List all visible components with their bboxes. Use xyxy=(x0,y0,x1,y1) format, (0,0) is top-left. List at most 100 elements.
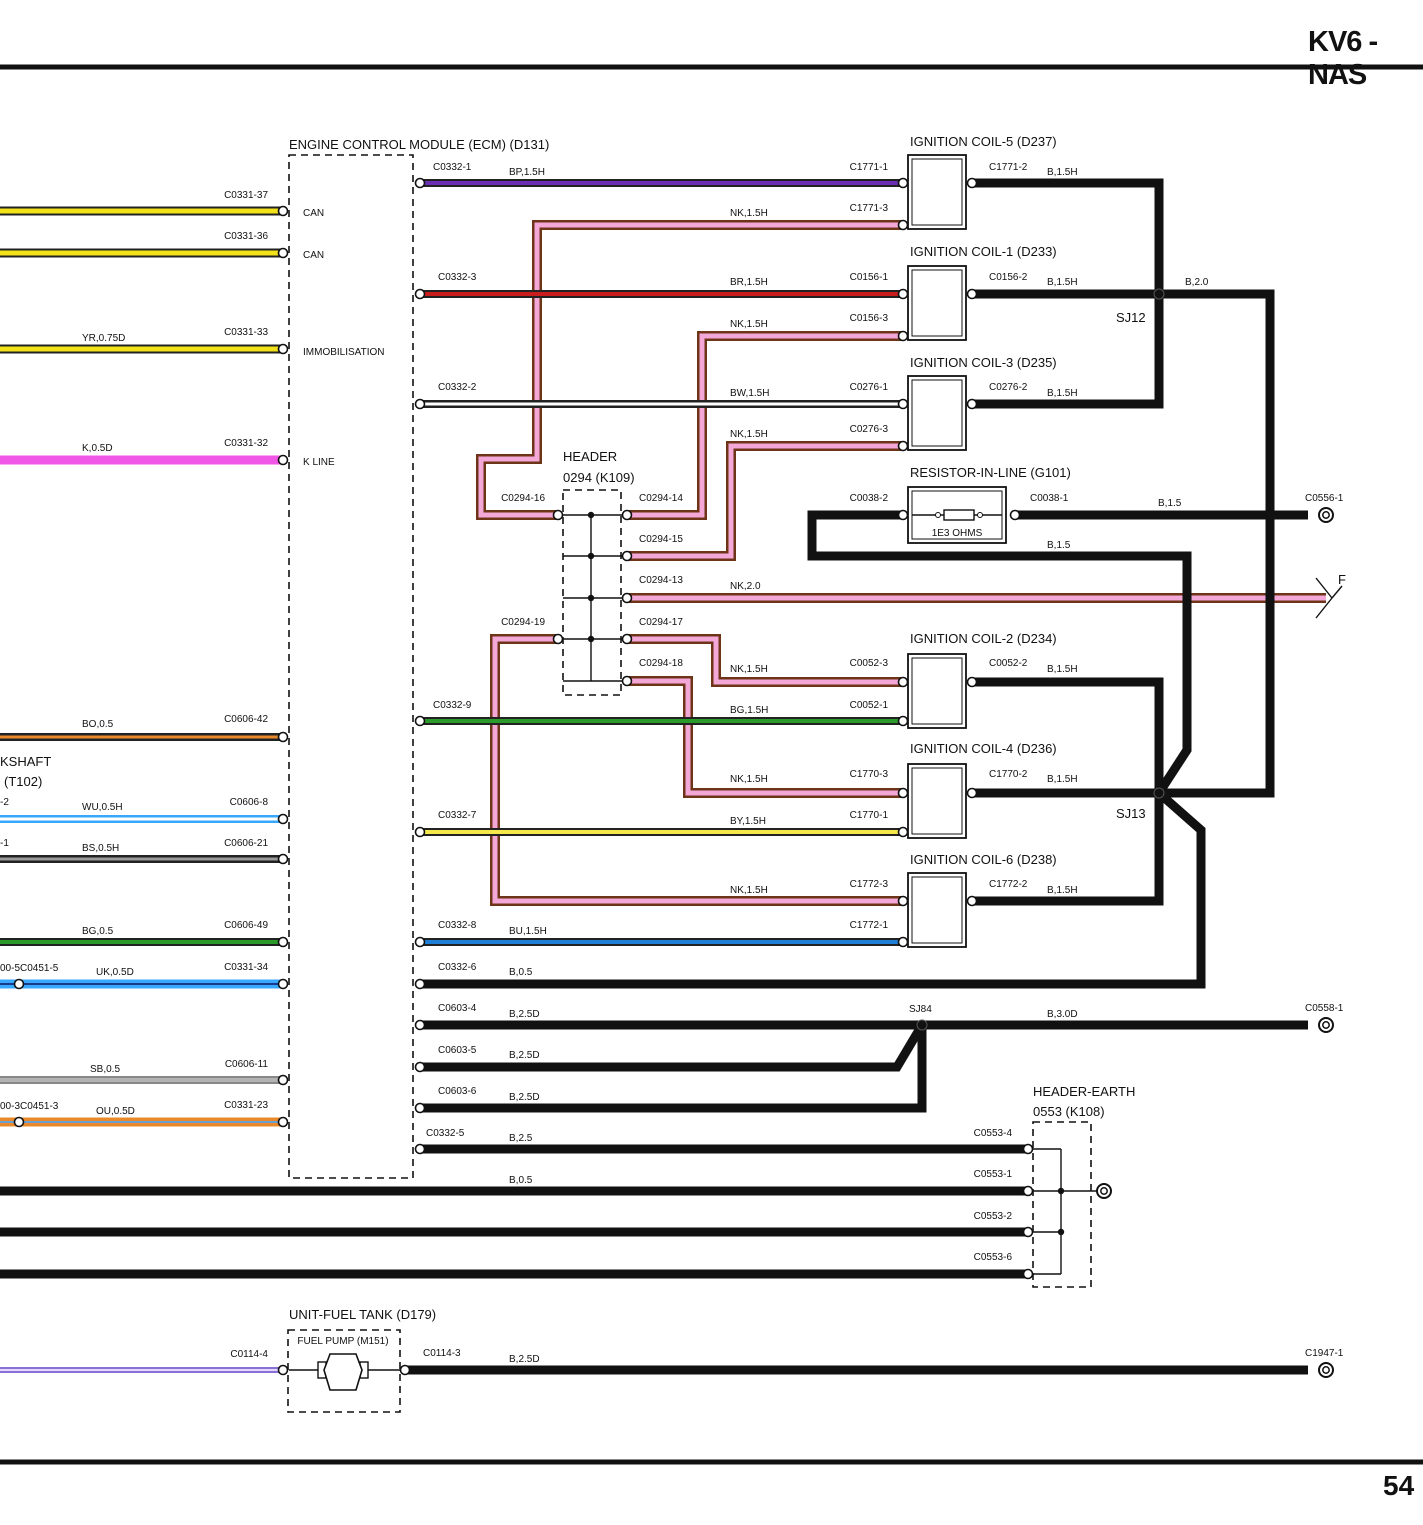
crankshaft-id: (T102) xyxy=(4,774,42,789)
connector-c0553-4: C0553-4 xyxy=(974,1128,1013,1139)
connector-c0606-8: C0606-8 xyxy=(230,797,269,808)
pin xyxy=(897,440,909,452)
wire-code-c1770-3: NK,1.5H xyxy=(730,774,768,785)
wire-code-c0114-3: B,2.5D xyxy=(509,1354,540,1365)
pin xyxy=(621,592,633,604)
fuel-pump-label: FUEL PUMP (M151) xyxy=(297,1336,388,1347)
header-id: 0294 (K109) xyxy=(563,470,635,485)
connector-c0603-5: C0603-5 xyxy=(438,1045,477,1056)
connector-c1771-1: C1771-1 xyxy=(850,162,889,173)
wire-code-c1772-3: NK,1.5H xyxy=(730,885,768,896)
wire-code-c0603-4: B,2.5D xyxy=(509,1009,540,1020)
wire-code-c0156-2: B,1.5H xyxy=(1047,277,1078,288)
pin xyxy=(552,509,564,521)
wire-code-kline: K,0.5D xyxy=(82,443,113,454)
pin xyxy=(277,205,289,217)
ignition-coil-2 xyxy=(907,653,967,729)
ignition-coil-5 xyxy=(907,154,967,230)
connector-c0294-14: C0294-14 xyxy=(639,493,683,504)
pin xyxy=(277,454,289,466)
pin xyxy=(897,895,909,907)
wire-code-c0332-3: BR,1.5H xyxy=(730,277,768,288)
resistor-title: RESISTOR-IN-LINE (G101) xyxy=(910,465,1071,480)
pin xyxy=(1022,1185,1034,1197)
connector-c0038-2: C0038-2 xyxy=(850,493,889,504)
splice-sj84 xyxy=(916,1019,928,1031)
connector-c0276-1: C0276-1 xyxy=(850,382,889,393)
pin xyxy=(13,978,25,990)
coil4-title: IGNITION COIL-4 (D236) xyxy=(910,741,1057,756)
resistor-value: 1E3 OHMS xyxy=(932,528,983,539)
pin xyxy=(277,1364,289,1376)
connector-c1947-1: C1947-1 xyxy=(1305,1348,1344,1359)
wire-code-c0332-5: B,2.5 xyxy=(509,1133,533,1144)
offpage-f-label: F xyxy=(1338,572,1346,587)
pin xyxy=(277,1074,289,1086)
wire-code-c0294-13: NK,2.0 xyxy=(730,581,761,592)
wire-code-c1770-2: B,1.5H xyxy=(1047,774,1078,785)
connector-c0052-2: C0052-2 xyxy=(989,658,1028,669)
pin xyxy=(552,633,564,645)
wire-code-immob: YR,0.75D xyxy=(82,333,125,344)
ecm-box xyxy=(288,154,414,1179)
ignition-coil-4 xyxy=(907,763,967,839)
wire-code-c0331-34: UK,0.5D xyxy=(96,967,134,978)
wire-code-c0606-8: WU,0.5H xyxy=(82,802,123,813)
junction-dot xyxy=(587,552,595,560)
pin xyxy=(277,936,289,948)
connector-c0294-17: C0294-17 xyxy=(639,617,683,628)
wire-coil2-gnd xyxy=(972,677,1164,793)
connector-c0156-2: C0156-2 xyxy=(989,272,1028,283)
pin xyxy=(277,853,289,865)
connector-c1770-2: C1770-2 xyxy=(989,769,1028,780)
connector-c0294-19: C0294-19 xyxy=(501,617,545,628)
connector-c0294-16: C0294-16 xyxy=(501,493,545,504)
splice-sj13 xyxy=(1153,787,1165,799)
wire-sj12-out xyxy=(1159,289,1275,798)
connector-c0332-6: C0332-6 xyxy=(438,962,477,973)
connector-c0558-1: C0558-1 xyxy=(1305,1003,1344,1014)
pin xyxy=(414,177,426,189)
wire-code-c0052-2: B,1.5H xyxy=(1047,664,1078,675)
ecm-fn-can-2: CAN xyxy=(303,250,324,261)
wire-coil5-gnd xyxy=(972,178,1164,294)
connector-c0553-6: C0553-6 xyxy=(974,1252,1013,1263)
connector-c0332-8: C0332-8 xyxy=(438,920,477,931)
fuel-pump-motor-icon xyxy=(289,1353,400,1391)
wire-code-c0276-3: NK,1.5H xyxy=(730,429,768,440)
wire-code-sj12-out: B,2.0 xyxy=(1185,277,1209,288)
pin xyxy=(966,676,978,688)
connector-c0553-1: C0553-1 xyxy=(974,1169,1013,1180)
connector-c1772-1: C1772-1 xyxy=(850,920,889,931)
wire-code-c0606-49: BG,0.5 xyxy=(82,926,114,937)
coil6-title: IGNITION COIL-6 (D238) xyxy=(910,852,1057,867)
connector-c0294-15: C0294-15 xyxy=(639,534,683,545)
wire-code-c0553-1: B,0.5 xyxy=(509,1175,533,1186)
pin xyxy=(414,398,426,410)
pin xyxy=(414,1061,426,1073)
wire-code-c0606-42: BO,0.5 xyxy=(82,719,114,730)
connector-c0038-1: C0038-1 xyxy=(1030,493,1069,504)
pin xyxy=(897,219,909,231)
pin xyxy=(414,936,426,948)
connector-c1771-3: C1771-3 xyxy=(850,203,889,214)
connector-c0114-3: C0114-3 xyxy=(423,1348,461,1359)
connector-c0156-1: C0156-1 xyxy=(850,272,889,283)
pin xyxy=(897,715,909,727)
connector-c0332-7: C0332-7 xyxy=(438,810,477,821)
wire-code-c0156-3: NK,1.5H xyxy=(730,319,768,330)
splice-sj12-label: SJ12 xyxy=(1116,310,1146,325)
wire-code-c0606-11: SB,0.5 xyxy=(90,1064,120,1075)
connector-c0332-1: C0332-1 xyxy=(433,162,472,173)
connector-c0332-2: C0332-2 xyxy=(438,382,477,393)
connector-c0332-3: C0332-3 xyxy=(438,272,477,283)
pin xyxy=(399,1364,411,1376)
ignition-coil-6 xyxy=(907,872,967,948)
pin xyxy=(414,826,426,838)
connector-c0331-34: C0331-34 xyxy=(224,962,268,973)
wire-code-c0052-3: NK,1.5H xyxy=(730,664,768,675)
connector-c1770-3: C1770-3 xyxy=(850,769,889,780)
pin xyxy=(414,288,426,300)
connector-c0606-11: C0606-11 xyxy=(225,1059,269,1070)
connector-c0331-36: C0331-36 xyxy=(224,231,268,242)
